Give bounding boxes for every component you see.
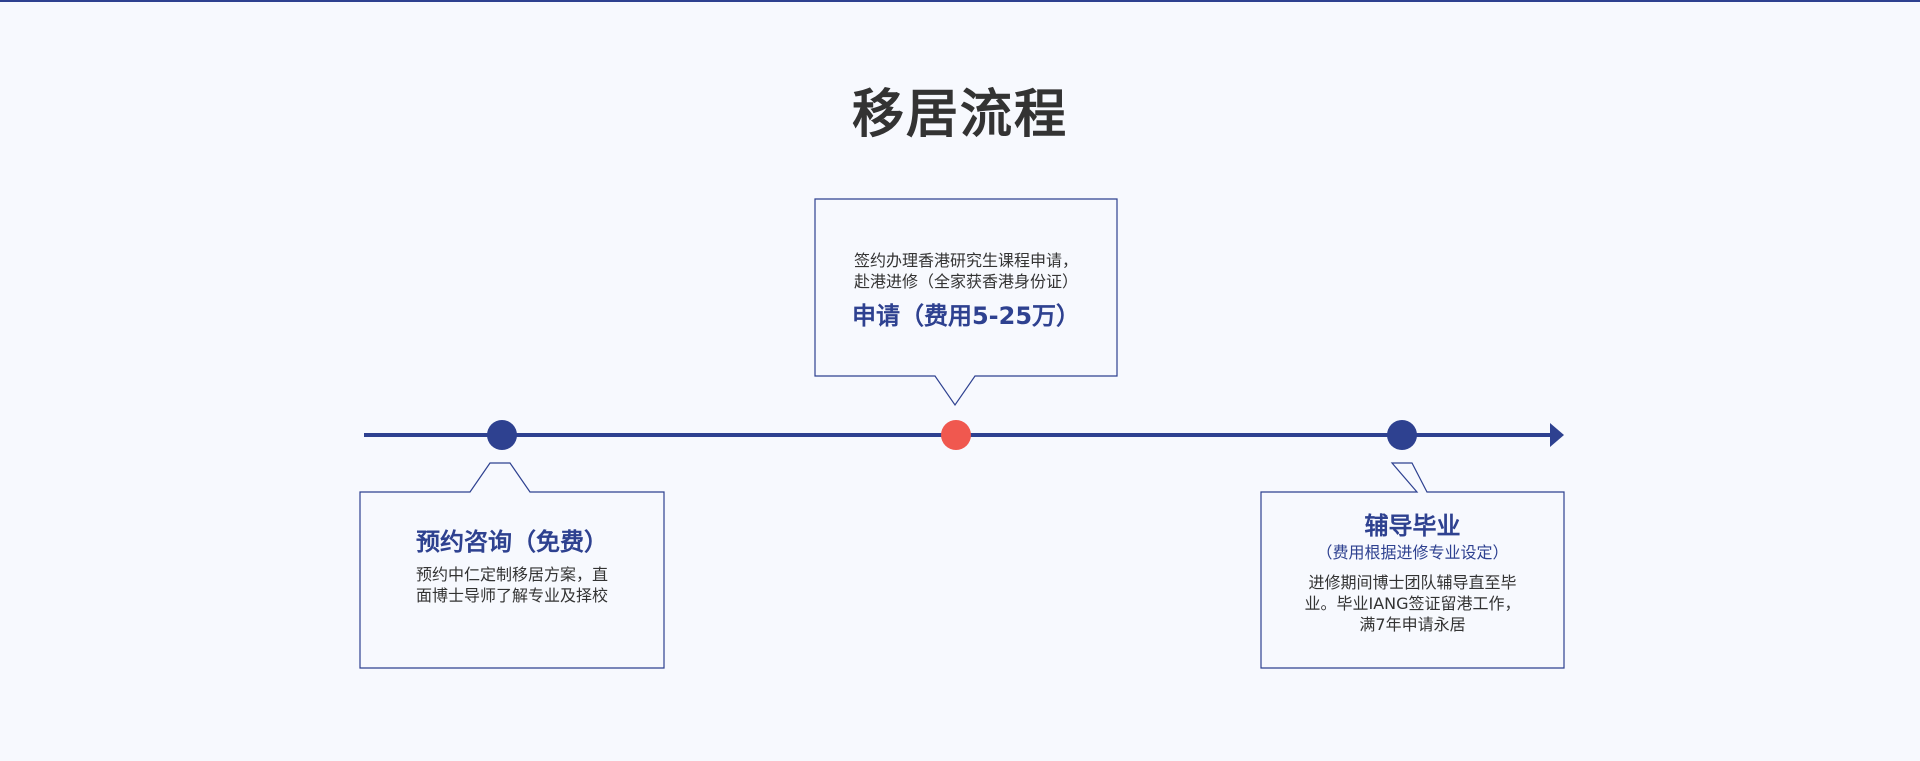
top-border-rule [0,0,1920,2]
step-2-heading: 申请（费用5-25万） [851,302,1081,330]
step-3-heading: 辅导毕业 [1364,512,1461,540]
callout-box-step-1 [359,462,665,669]
page-title: 移居流程 [851,85,1068,145]
step-1-description-line-2: 面博士导师了解专业及择校 [415,586,608,605]
timeline-node-step-2 [941,420,971,450]
step-3-description-line-2: 业。毕业IANG签证留港工作， [1304,594,1521,613]
step-1-heading: 预约咨询（免费） [416,528,608,556]
callout-content-step-1: 预约咨询（免费） 预约中仁定制移居方案，直 面博士导师了解专业及择校 [360,526,664,606]
callout-box-step-3 [1260,462,1565,669]
step-2-description-line-1: 签约办理香港研究生课程申请， [853,251,1078,270]
timeline-node-step-1 [487,420,517,450]
step-3-description-line-1: 进修期间博士团队辅导直至毕 [1308,573,1517,592]
callout-box-step-2 [814,198,1118,407]
step-3-description-line-3: 满7年申请永居 [1359,615,1466,634]
timeline-node-step-3 [1387,420,1417,450]
timeline-arrow-icon [1550,423,1564,447]
callout-content-step-3: 辅导毕业 （费用根据进修专业设定） 进修期间博士团队辅导直至毕 业。毕业IANG… [1261,510,1564,635]
callout-content-step-2: 签约办理香港研究生课程申请， 赴港进修（全家获香港身份证） 申请（费用5-25万… [815,250,1117,332]
step-3-subheading: （费用根据进修专业设定） [1316,543,1509,562]
step-1-description-line-1: 预约中仁定制移居方案，直 [415,565,608,584]
step-2-description-line-2: 赴港进修（全家获香港身份证） [853,272,1078,291]
